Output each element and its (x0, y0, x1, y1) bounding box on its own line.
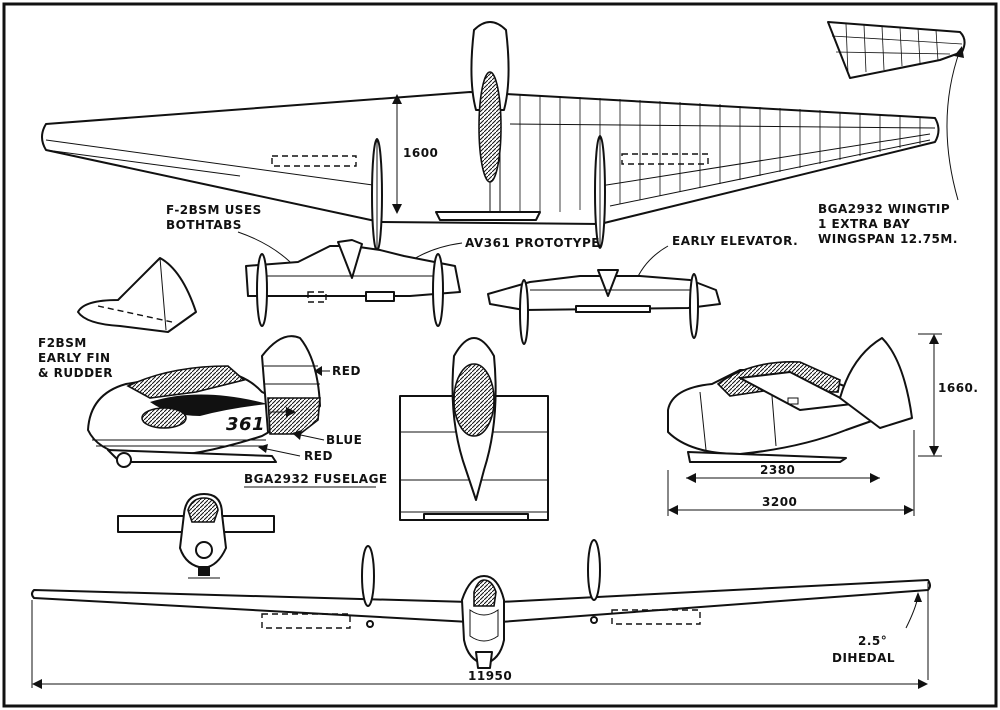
early-fin-line-1: F2BSM (38, 336, 87, 350)
length-long-label: 3200 (762, 495, 797, 509)
front-view-large: 2.5° DIHEDAL 11950 (31, 539, 931, 689)
early-fin-line-3: & RUDDER (38, 366, 113, 380)
front-fin-right (587, 539, 601, 601)
plan-canopy (478, 71, 502, 183)
side-view-bga2932: 361 RED BLUE RED BGA2932 FUSELAGE (87, 335, 388, 488)
side-canopy (126, 365, 246, 399)
plan-airbrake-right (621, 153, 709, 165)
elevator-prototype-view (245, 239, 461, 327)
center-plan-detail (399, 337, 549, 521)
side-wheel (116, 452, 132, 468)
plan-wing-ribs (519, 94, 921, 216)
f2bsm-tabs-line-2: BOTHTABS (166, 218, 242, 232)
front-fin-left (361, 545, 375, 607)
length-short-label: 2380 (760, 463, 795, 477)
bga-fuselage-label: BGA2932 FUSELAGE (244, 472, 388, 486)
wingtip-detail: BGA2932 WINGTIP 1 EXTRA BAY WINGSPAN 12.… (818, 21, 966, 246)
red-top-label: RED (332, 364, 361, 378)
early-fin-line-2: EARLY FIN (38, 351, 111, 365)
dihedral-label: DIHEDAL (832, 651, 895, 665)
early-fin-rudder: F2BSM EARLY FIN & RUDDER (38, 257, 197, 380)
wingtip-line-2: 1 EXTRA BAY (818, 217, 910, 231)
plan-airbrake-left (271, 155, 357, 167)
side-roundel (141, 407, 187, 429)
fuselage-code: 361 (226, 414, 265, 435)
wingtip-line-1: BGA2932 WINGTIP (818, 202, 950, 216)
height-label: 1660. (938, 381, 978, 395)
red-bottom-label: RED (304, 449, 333, 463)
span-label: 11950 (468, 669, 512, 683)
plan-view: 1600 (41, 21, 940, 252)
plan-fuselage-nose (470, 21, 510, 111)
wingtip-line-3: WINGSPAN 12.75M. (818, 232, 958, 246)
blue-label: BLUE (326, 433, 362, 447)
early-elevator-view (487, 269, 721, 345)
av361-label: AV361 PROTOTYPE (465, 236, 600, 250)
side-view-right: 1660. 2380 3200 (667, 333, 978, 516)
dihedral-angle-label: 2.5° (858, 634, 887, 648)
front-view-small (117, 493, 275, 579)
f2bsm-tabs-line-1: F-2BSM USES (166, 203, 262, 217)
wing-chord-label: 1600 (403, 146, 438, 160)
early-elevator-label: EARLY ELEVATOR. (672, 234, 798, 248)
